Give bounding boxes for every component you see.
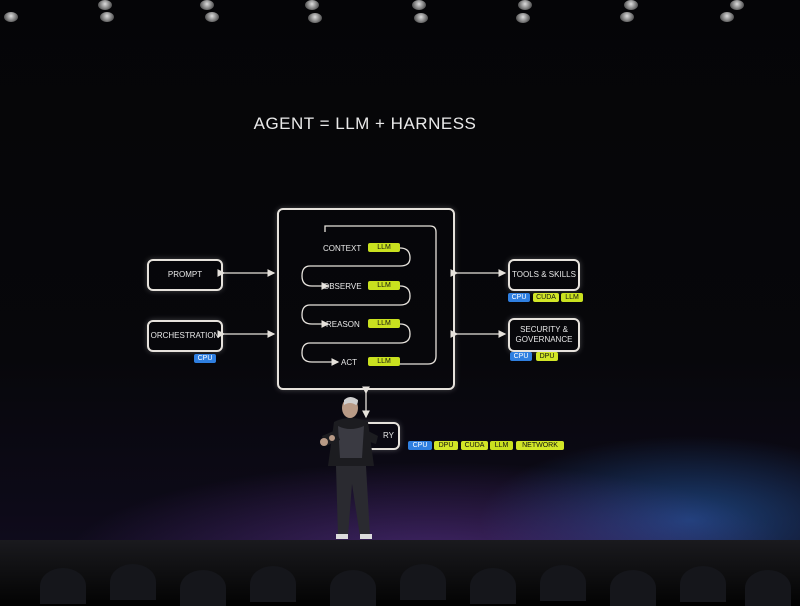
audience-head	[680, 566, 726, 602]
audience-head	[40, 568, 86, 604]
security-dpu-chip: DPU	[536, 352, 558, 361]
slide-title: AGENT = LLM + HARNESS	[253, 114, 477, 133]
loop-step-reason: REASON	[326, 320, 360, 329]
stage-light-icon	[730, 0, 744, 10]
audience-head	[330, 570, 376, 606]
stage-light-icon	[516, 13, 530, 23]
stage-light-icon	[412, 0, 426, 10]
stage-light-icon	[200, 0, 214, 10]
loop-step-observe-chip: LLM	[368, 281, 400, 290]
prompt-label: PROMPT	[167, 270, 203, 279]
bottom-cpu-chip: CPU	[408, 441, 432, 450]
tools-skills-label: TOOLS & SKILLS	[512, 270, 576, 279]
stage-light-icon	[518, 0, 532, 10]
loop-step-context-chip: LLM	[368, 243, 400, 252]
security-label-line1: SECURITY &	[520, 325, 568, 334]
security-governance-node: SECURITY & GOVERNANCE	[508, 318, 580, 352]
stage-light-icon	[620, 12, 634, 22]
stage-light-icon	[624, 0, 638, 10]
stage-light-icon	[98, 0, 112, 10]
presenter-figure	[320, 397, 378, 539]
tools-cpu-chip: CPU	[508, 293, 530, 302]
orchestration-node: ORCHESTRATION	[147, 320, 223, 352]
security-cpu-chip: CPU	[510, 352, 532, 361]
audience-head	[110, 564, 156, 600]
audience-head	[400, 564, 446, 600]
loop-step-reason-chip: LLM	[368, 319, 400, 328]
loop-step-context: CONTEXT	[323, 244, 362, 253]
stage-light-icon	[4, 12, 18, 22]
security-label-line2: GOVERNANCE	[515, 335, 573, 344]
bottom-network-chip: NETWORK	[516, 441, 564, 450]
stage-light-icon	[100, 12, 114, 22]
orchestration-label: ORCHESTRATION	[150, 331, 220, 340]
stage-light-icon	[720, 12, 734, 22]
stage-light-icon	[205, 12, 219, 22]
stage-light-icon	[308, 13, 322, 23]
loop-step-act: ACT	[341, 358, 357, 367]
audience-head	[470, 568, 516, 604]
bottom-llm-chip: LLM	[490, 441, 513, 450]
loop-step-observe: OBSERVE	[323, 282, 362, 291]
audience-head	[250, 566, 296, 602]
harness-box	[277, 208, 455, 390]
orchestration-cpu-chip: CPU	[194, 354, 216, 363]
stage-lights	[0, 0, 800, 30]
audience-head	[745, 570, 791, 606]
audience	[0, 560, 800, 606]
tools-cuda-chip: CUDA	[533, 293, 559, 302]
loop-step-act-chip: LLM	[368, 357, 400, 366]
bottom-dpu-chip: DPU	[434, 441, 458, 450]
tools-skills-node: TOOLS & SKILLS	[508, 259, 580, 291]
prompt-node: PROMPT	[147, 259, 223, 291]
tools-llm-chip: LLM	[561, 293, 583, 302]
audience-head	[180, 570, 226, 606]
audience-head	[540, 565, 586, 601]
bottom-cuda-chip: CUDA	[461, 441, 488, 450]
stage-light-icon	[414, 13, 428, 23]
stage-light-icon	[305, 0, 319, 10]
audience-head	[610, 570, 656, 606]
bottom-node-label: RY	[383, 431, 394, 440]
